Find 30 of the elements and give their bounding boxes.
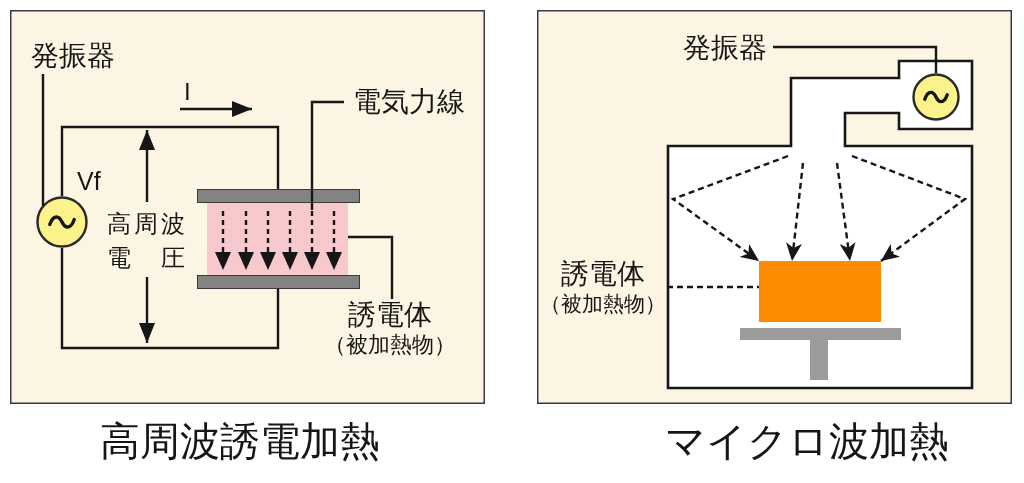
- ac-source-icon: [912, 73, 960, 121]
- circuit-wire: [60, 125, 280, 196]
- ac-source-icon: [36, 196, 88, 248]
- callout-sublabel: （被加熱物）: [540, 291, 666, 318]
- microwave-arrow: [835, 162, 856, 262]
- field-line-arrows: [214, 210, 344, 272]
- variable-label: Vf: [77, 167, 101, 195]
- microwave-arrow: [851, 154, 968, 262]
- panel-title: マイクロ波加熱: [664, 418, 950, 464]
- annotation-label: 高周波電圧: [107, 209, 185, 274]
- microwave-arrow: [786, 162, 805, 262]
- heated-object: [759, 261, 881, 322]
- callout-label: 発振器: [683, 31, 767, 65]
- electrode-plate: [197, 189, 360, 203]
- callout-label: 電気力線: [353, 85, 465, 119]
- circuit-wire: [60, 248, 280, 350]
- callout-sublabel: （被加熱物）: [324, 331, 456, 359]
- leader-line: [773, 45, 938, 73]
- microwave-arrow: [670, 154, 789, 262]
- variable-label: I: [184, 78, 191, 106]
- panel-title: 高周波誘電加熱: [99, 418, 381, 464]
- leader-line: [667, 285, 759, 289]
- dielectric-block: [207, 203, 348, 275]
- leader-line: [310, 100, 344, 210]
- callout-label: 誘電体: [561, 258, 645, 290]
- leader-line: [348, 235, 394, 299]
- leader-line: [41, 74, 45, 206]
- callout-label: 発振器: [31, 39, 115, 73]
- callout-label: 誘電体: [348, 299, 432, 331]
- electrode-plate: [197, 275, 360, 289]
